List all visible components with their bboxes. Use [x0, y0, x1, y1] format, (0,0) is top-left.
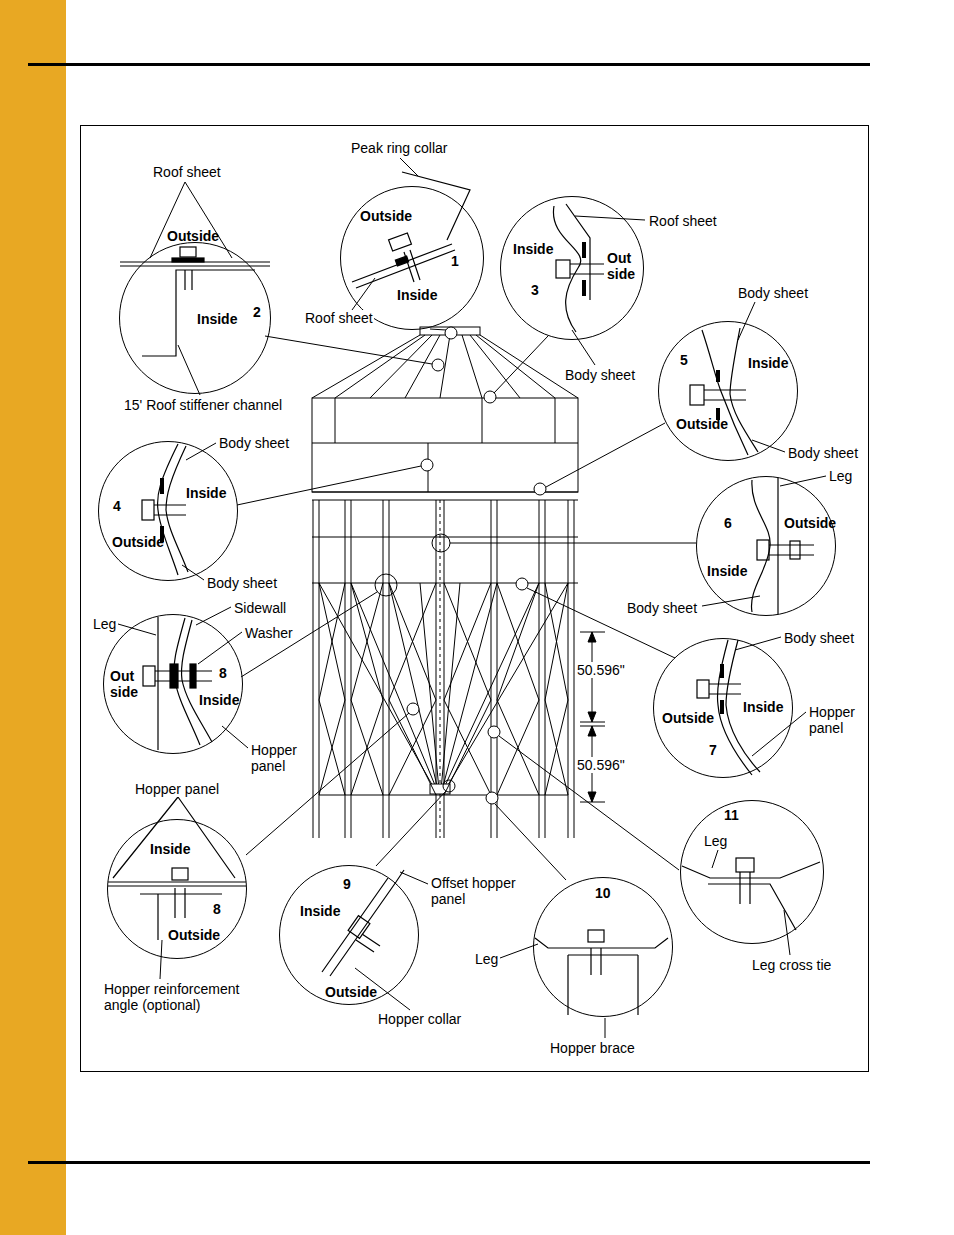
part-label: Leg [474, 951, 499, 967]
callout-number: 8 [219, 665, 227, 681]
detail-circle: 5 InsideOutside [658, 321, 798, 461]
callout-number: 6 [724, 515, 732, 531]
part-label: Roof sheet [152, 164, 222, 180]
side-label: Outside [360, 208, 412, 224]
part-label: Leg cross tie [751, 957, 832, 973]
part-label: Peak ring collar [350, 140, 449, 156]
part-label: Body sheet [564, 367, 636, 383]
part-label: Leg [703, 833, 728, 849]
part-label: Hopper reinforcement angle (optional) [103, 981, 265, 1013]
part-label: Body sheet [783, 630, 855, 646]
detail-circle: Outside 1Inside [340, 186, 484, 330]
part-label: Hopper panel [250, 742, 308, 774]
detail-circle: 9InsideOutside [279, 865, 419, 1005]
side-label: Out side [607, 250, 637, 282]
bottom-rule [28, 1161, 870, 1164]
part-label: Hopper panel [134, 781, 220, 797]
callout-number: 1 [451, 253, 459, 269]
part-label: Sidewall [233, 600, 287, 616]
part-label: Body sheet [218, 435, 290, 451]
part-label: Leg [92, 616, 117, 632]
detail-circle: 10 [533, 877, 673, 1017]
side-label: Inside [199, 692, 239, 708]
side-label: Inside [707, 563, 747, 579]
callout-number: 2 [253, 304, 261, 320]
part-label: Roof sheet [304, 310, 374, 326]
part-label: Roof sheet [648, 213, 718, 229]
detail-circle: InsideOut side 3 [500, 196, 644, 340]
part-label: Body sheet [206, 575, 278, 591]
part-label: Body sheet [626, 600, 698, 616]
part-label: Body sheet [787, 445, 859, 461]
detail-circle: OutsideInside2 [119, 242, 271, 394]
callout-number: 8 [213, 901, 221, 917]
side-label: Outside [168, 927, 220, 943]
detail-circle: 11 [680, 800, 824, 944]
detail-sketches [108, 172, 820, 1015]
side-label: Inside [300, 903, 340, 919]
label-leaders [118, 158, 826, 1038]
detail-circle: 4 InsideOutside [98, 441, 238, 581]
detail-circle: Inside 8Outside [107, 819, 247, 959]
hopper-bin [312, 327, 605, 838]
detail-circle: Out side 8Inside [103, 614, 243, 754]
detail-circle: Outside Inside 7 [653, 638, 793, 778]
part-label: Hopper collar [377, 1011, 462, 1027]
callout-number: 4 [113, 498, 121, 514]
side-label: Outside [662, 710, 714, 726]
callout-number: 10 [595, 885, 611, 901]
side-label: Inside [748, 355, 788, 371]
side-label: Outside [325, 984, 377, 1000]
callout-number: 3 [531, 282, 539, 298]
side-label: Inside [743, 699, 783, 715]
top-rule [28, 63, 870, 66]
side-label: Outside [112, 534, 164, 550]
side-label: Inside [150, 841, 190, 857]
detail-circle: 6 OutsideInside [696, 476, 836, 616]
side-label: Outside [676, 416, 728, 432]
part-label: Hopper brace [549, 1040, 636, 1056]
callout-number: 9 [343, 876, 351, 892]
side-label: Inside [186, 485, 226, 501]
dimension-label: 50.596" [576, 757, 626, 773]
callout-number: 5 [680, 352, 688, 368]
part-label: Offset hopper panel [430, 875, 532, 907]
side-label: Inside [197, 311, 237, 327]
part-label: Leg [828, 468, 853, 484]
side-label: Outside [167, 228, 219, 244]
part-label: Washer [244, 625, 294, 641]
callout-number: 7 [709, 742, 717, 758]
frame [81, 126, 869, 1072]
part-label: Hopper panel [808, 704, 866, 736]
callout-number: 11 [724, 807, 739, 823]
side-label: Out side [110, 668, 140, 700]
side-bar [0, 0, 66, 1235]
dimension-label: 50.596" [576, 662, 626, 678]
side-label: Inside [513, 241, 553, 257]
side-label: Inside [397, 287, 437, 303]
part-label: 15' Roof stiffener channel [123, 397, 283, 413]
part-label: Body sheet [737, 285, 809, 301]
side-label: Outside [784, 515, 836, 531]
